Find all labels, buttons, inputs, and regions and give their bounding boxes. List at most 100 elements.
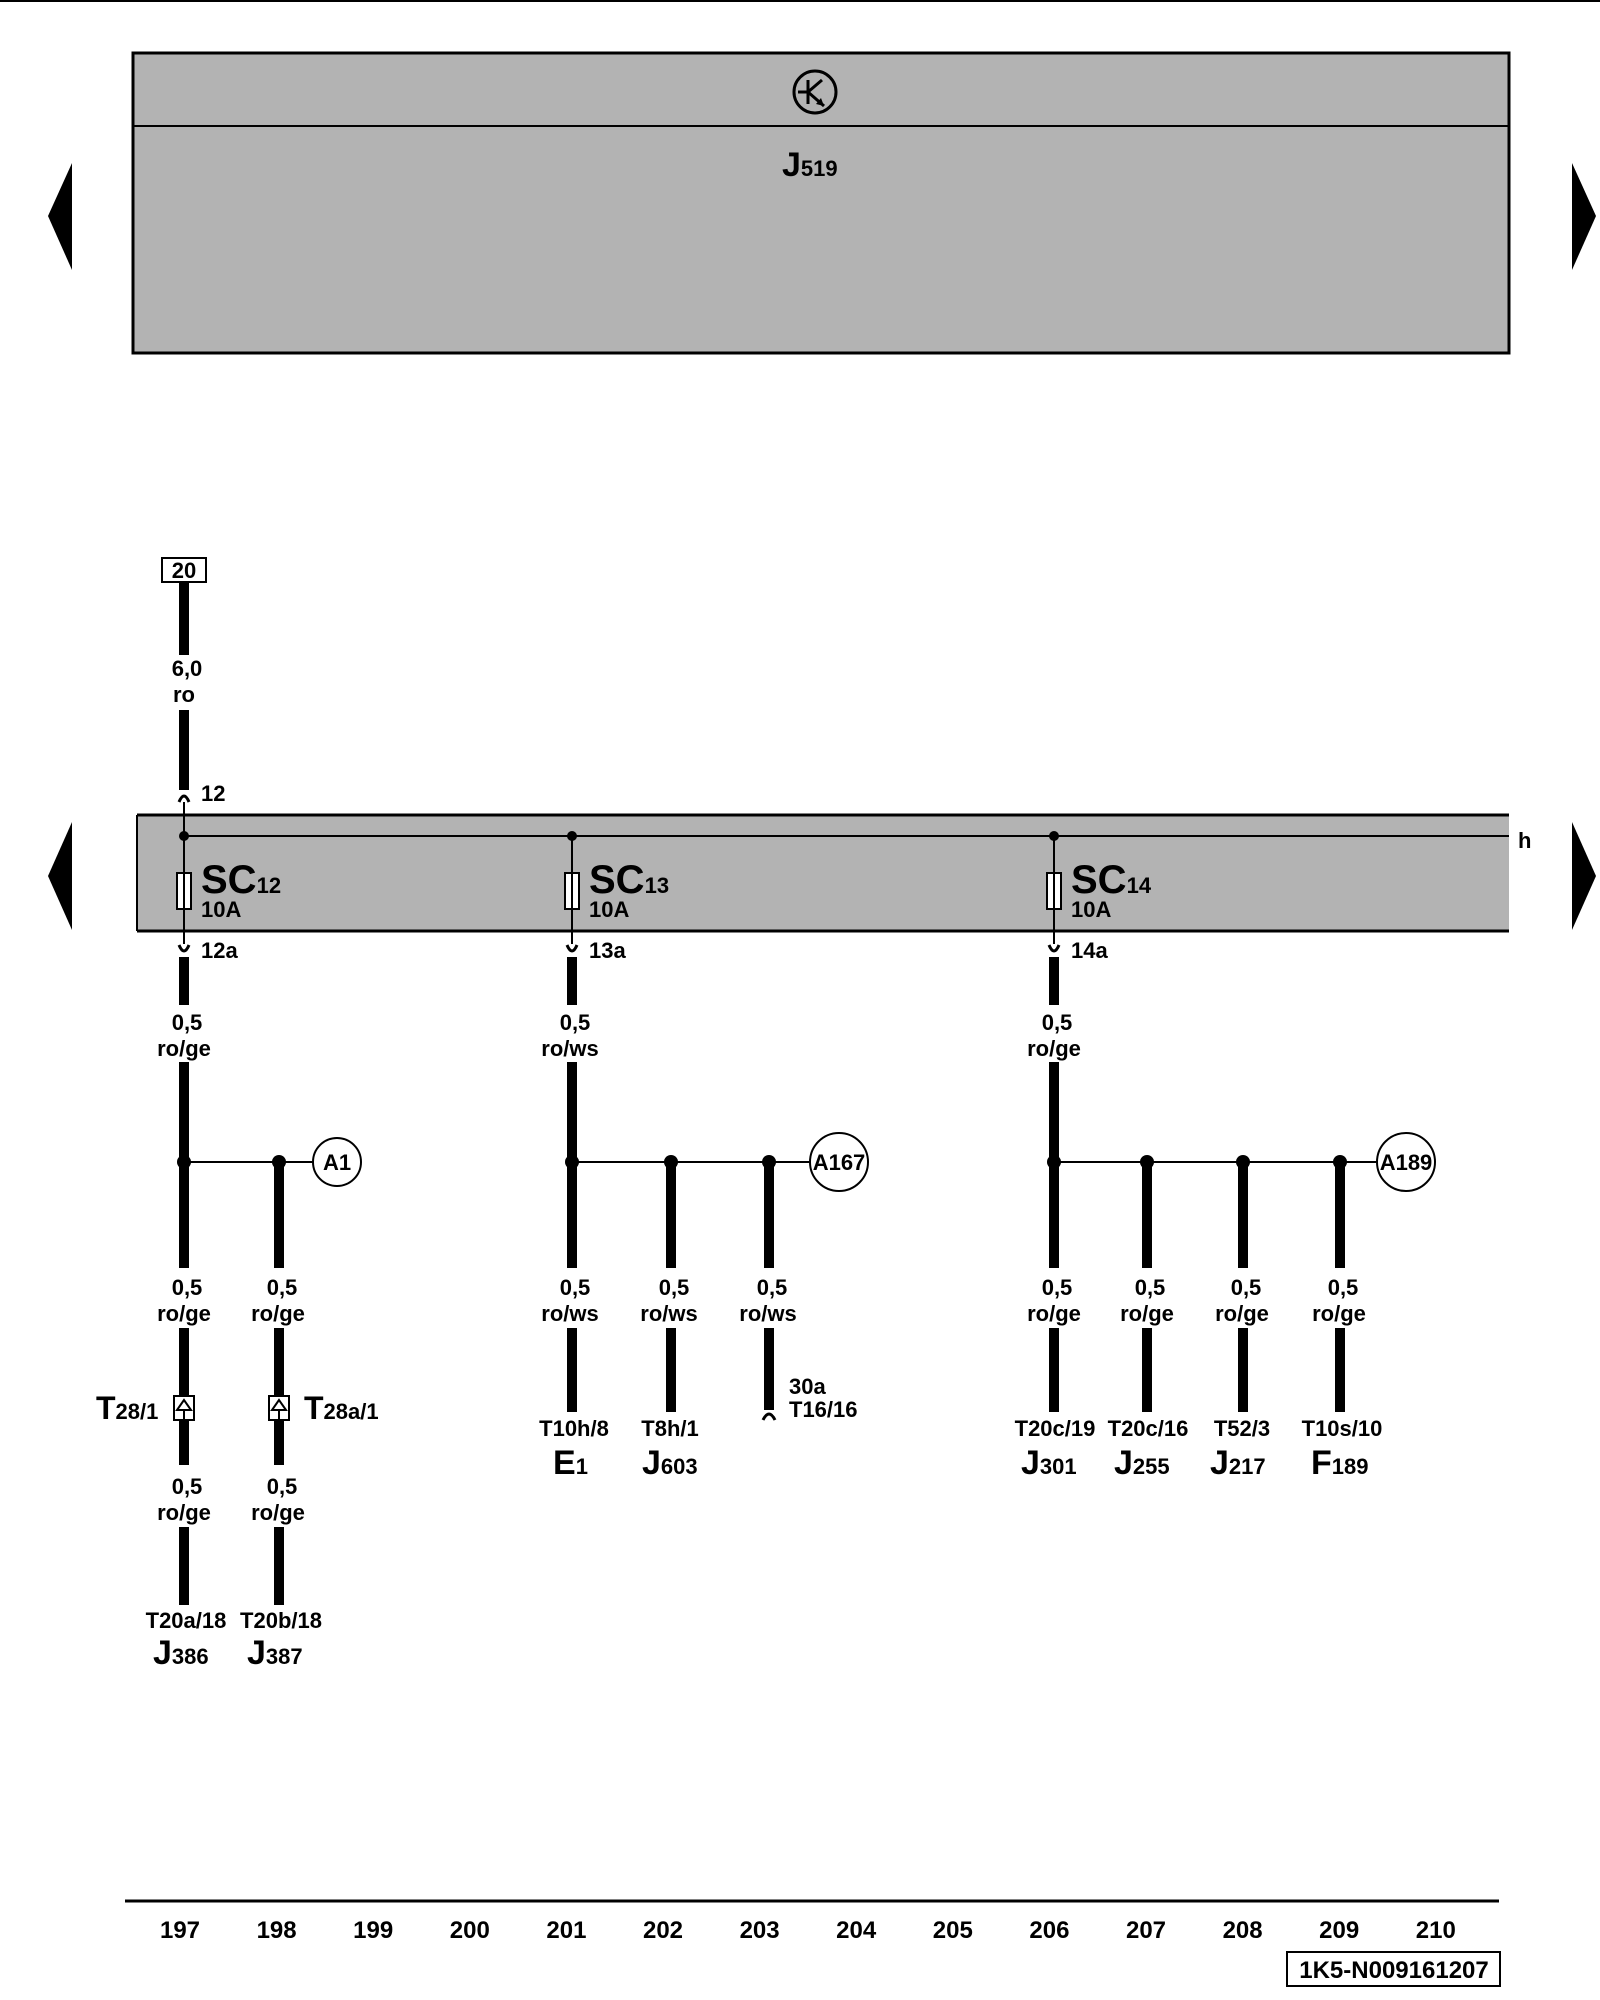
column-number: 200	[450, 1917, 490, 1944]
fuse: SC14 10A 14a	[1046, 831, 1152, 963]
fuse-label: SC12	[201, 858, 281, 902]
svg-text:T10s/10: T10s/10	[1302, 1416, 1383, 1441]
column-number: 198	[257, 1917, 297, 1944]
connector-icon	[268, 1395, 290, 1421]
svg-text:0,5: 0,5	[172, 1474, 203, 1499]
svg-text:ro/ge: ro/ge	[157, 1036, 211, 1061]
column-number: 205	[933, 1917, 973, 1944]
svg-text:0,5: 0,5	[1328, 1275, 1359, 1300]
fuse: SC12 10A 12a	[176, 802, 281, 963]
svg-text:0,5: 0,5	[1042, 1010, 1073, 1035]
svg-text:ro/ge: ro/ge	[251, 1301, 305, 1326]
svg-text:A1: A1	[323, 1150, 351, 1175]
connector-icon	[173, 1395, 195, 1421]
svg-text:0,5: 0,5	[267, 1474, 298, 1499]
branch-f189: 0,5 ro/ge T10s/10 F189	[1302, 1162, 1383, 1482]
fuse-panel	[136, 813, 1509, 933]
svg-text:ro/ge: ro/ge	[1312, 1301, 1366, 1326]
fuse: SC13 10A 13a	[564, 831, 669, 963]
column-number: 197	[160, 1917, 200, 1944]
svg-text:ro/ws: ro/ws	[541, 1301, 598, 1326]
svg-text:0,5: 0,5	[560, 1010, 591, 1035]
source-wire-size: 6,0	[172, 656, 203, 681]
svg-text:0,5: 0,5	[1231, 1275, 1262, 1300]
component-label: J603	[642, 1444, 698, 1482]
svg-text:T20b/18: T20b/18	[240, 1608, 322, 1633]
branch-e1: 0,5 ro/ws T10h/8 E1	[539, 1162, 609, 1482]
svg-text:ro/ge: ro/ge	[251, 1500, 305, 1525]
svg-text:T20c/16: T20c/16	[1108, 1416, 1189, 1441]
svg-text:0,5: 0,5	[659, 1275, 690, 1300]
column-number: 206	[1029, 1917, 1069, 1944]
nav-left-arrow-icon[interactable]	[48, 163, 72, 270]
fuse-out-terminal: 14a	[1071, 938, 1108, 963]
component-label: J217	[1210, 1444, 1266, 1482]
column-number: 201	[546, 1917, 586, 1944]
branch-j603: 0,5 ro/ws T8h/1 J603	[640, 1162, 699, 1482]
component-label: J387	[247, 1634, 303, 1672]
column-number: 202	[643, 1917, 683, 1944]
svg-text:0,5: 0,5	[172, 1010, 203, 1035]
fuse-out-terminal: 12a	[201, 938, 238, 963]
svg-text:0,5: 0,5	[1042, 1275, 1073, 1300]
branch-j387: 0,5 ro/ge T28a/1 0,5 ro/ge T20b/18 J387	[240, 1162, 379, 1672]
component-label: J301	[1021, 1444, 1077, 1482]
svg-text:A189: A189	[1380, 1150, 1433, 1175]
nav-left-arrow-icon[interactable]	[48, 822, 72, 930]
svg-text:ro/ge: ro/ge	[1215, 1301, 1269, 1326]
component-label: F189	[1311, 1444, 1369, 1482]
fuse-out-terminal: 13a	[589, 938, 626, 963]
connector-label: T28/1	[96, 1390, 158, 1426]
svg-text:ro/ge: ro/ge	[157, 1500, 211, 1525]
column-number: 204	[836, 1917, 877, 1944]
component-label: E1	[553, 1444, 588, 1482]
fuse-output-wires: 0,5 ro/ge 0,5 ro/ws 0,5 ro/ge	[157, 957, 1081, 1162]
svg-text:0,5: 0,5	[267, 1275, 298, 1300]
branch-j255: 0,5 ro/ge T20c/16 J255	[1108, 1162, 1189, 1482]
svg-text:ro/ws: ro/ws	[739, 1301, 796, 1326]
fuse-group: SC12 10A 12a SC13 10A 13a SC14 10A 14a	[176, 802, 1152, 963]
svg-text:0,5: 0,5	[560, 1275, 591, 1300]
source-reference-box: 20	[161, 557, 207, 583]
nav-right-arrow-icon[interactable]	[1572, 822, 1596, 930]
fuse-label: SC13	[589, 858, 669, 902]
bus-label: h	[1518, 828, 1531, 853]
control-unit-panel: J519	[131, 51, 1511, 355]
branch-30a: 0,5 ro/ws 30a T16/16	[739, 1162, 858, 1422]
svg-text:1K5-N009161207: 1K5-N009161207	[1299, 1957, 1488, 1984]
column-number: 209	[1319, 1917, 1359, 1944]
column-number: 199	[353, 1917, 393, 1944]
splice-a1: A1	[177, 1137, 362, 1187]
control-unit-label: J519	[782, 146, 838, 184]
connector-label: T28a/1	[304, 1390, 379, 1426]
reference-code-box: 1K5-N009161207	[1286, 1951, 1501, 1987]
nav-right-arrow-icon[interactable]	[1572, 163, 1596, 270]
svg-text:T8h/1: T8h/1	[641, 1416, 698, 1441]
fuse-rating: 10A	[589, 897, 629, 922]
svg-text:T10h/8: T10h/8	[539, 1416, 609, 1441]
svg-text:ro/ge: ro/ge	[1120, 1301, 1174, 1326]
column-number: 207	[1126, 1917, 1166, 1944]
source-wire-color: ro	[173, 682, 195, 707]
svg-text:ro/ws: ro/ws	[640, 1301, 697, 1326]
svg-text:0,5: 0,5	[1135, 1275, 1166, 1300]
svg-text:T52/3: T52/3	[1214, 1416, 1270, 1441]
svg-text:0,5: 0,5	[172, 1275, 203, 1300]
component-label: J386	[153, 1634, 209, 1672]
fuse-label: SC14	[1071, 858, 1152, 902]
svg-text:ro/ge: ro/ge	[1027, 1301, 1081, 1326]
svg-text:T16/16: T16/16	[789, 1397, 858, 1422]
splice-a167: A167	[565, 1132, 869, 1192]
source-terminal: 12	[201, 781, 225, 806]
fuse-rating: 10A	[1071, 897, 1111, 922]
svg-text:ro/ge: ro/ge	[1027, 1036, 1081, 1061]
svg-text:T20c/19: T20c/19	[1015, 1416, 1096, 1441]
ground-symbol-icon	[792, 69, 838, 115]
svg-text:A167: A167	[813, 1150, 866, 1175]
branch-j217: 0,5 ro/ge T52/3 J217	[1210, 1162, 1270, 1482]
fuse-rating: 10A	[201, 897, 241, 922]
column-number: 210	[1416, 1917, 1456, 1944]
column-number: 208	[1223, 1917, 1263, 1944]
